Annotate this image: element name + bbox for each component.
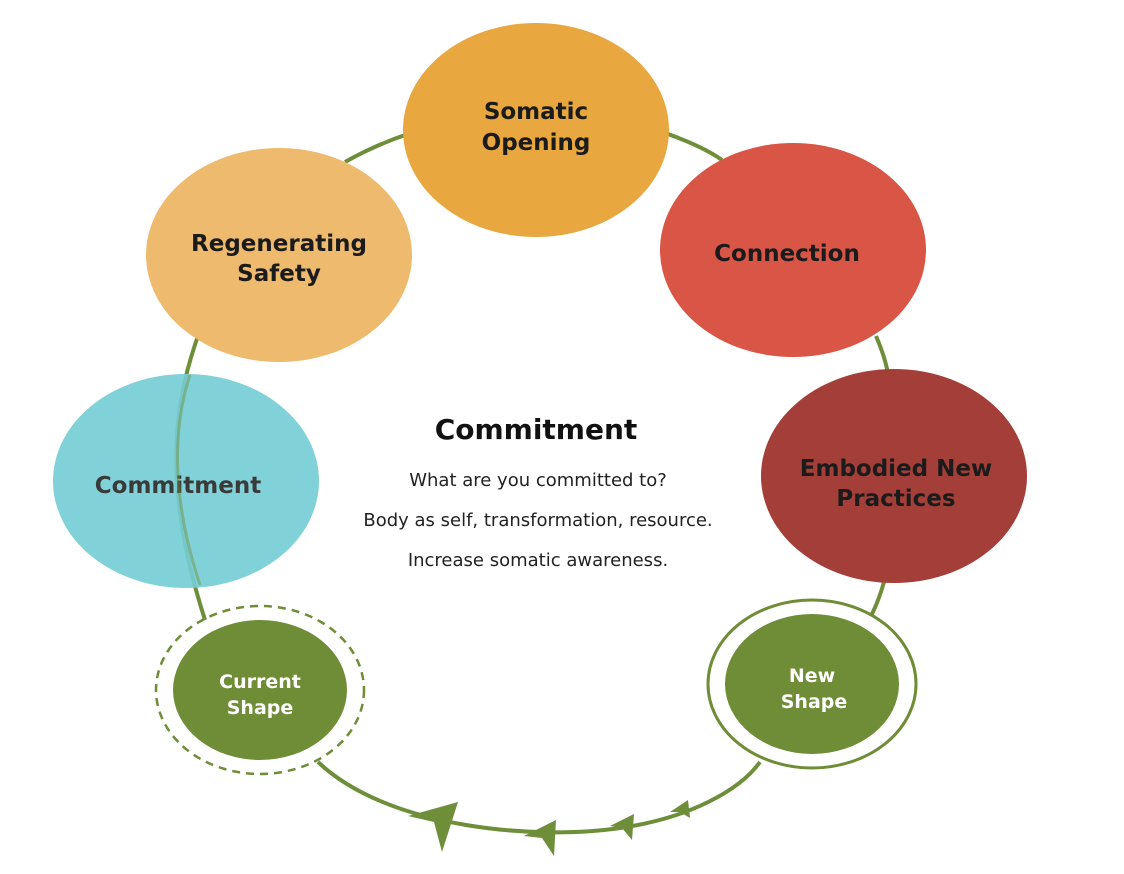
arrowhead-large bbox=[408, 802, 458, 852]
arrowhead-small bbox=[610, 814, 634, 840]
node-embodied-new-practices: Embodied New Practices bbox=[761, 369, 1027, 583]
cycle-path-right bbox=[874, 335, 890, 375]
node-connection: Connection bbox=[660, 143, 926, 357]
node-current-shape: Current Shape bbox=[154, 604, 366, 776]
node-current-shape-line2: Shape bbox=[227, 697, 294, 719]
node-embodied-new-practices-line2: Practices bbox=[836, 486, 955, 512]
cycle-path-top-right bbox=[667, 132, 724, 162]
node-somatic-opening-line1: Somatic bbox=[484, 99, 588, 125]
center-line-1: What are you committed to? bbox=[409, 470, 667, 491]
node-commitment: Commitment bbox=[53, 374, 319, 588]
node-new-shape-line1: New bbox=[789, 665, 835, 687]
cycle-path bbox=[316, 760, 762, 835]
center-line-2: Body as self, transformation, resource. bbox=[363, 510, 712, 531]
node-embodied-new-practices-line1: Embodied New bbox=[800, 456, 992, 482]
node-new-shape-line2: Shape bbox=[781, 691, 848, 713]
cycle-path-overlay bbox=[176, 374, 202, 586]
node-connection-line1: Connection bbox=[714, 241, 860, 267]
arrowhead-tiny bbox=[670, 800, 690, 818]
center-title: Commitment bbox=[435, 413, 638, 446]
node-somatic-opening-line2: Opening bbox=[482, 130, 591, 156]
node-new-shape: New Shape bbox=[706, 598, 918, 770]
node-regenerating-safety-line1: Regenerating bbox=[191, 231, 367, 257]
node-regenerating-safety-line2: Safety bbox=[237, 261, 321, 287]
center-description: Commitment What are you committed to? Bo… bbox=[363, 413, 712, 571]
node-somatic-opening: Somatic Opening bbox=[403, 23, 669, 237]
node-current-shape-line1: Current bbox=[219, 671, 301, 693]
cycle-path-right-lower bbox=[870, 581, 886, 615]
node-regenerating-safety: Regenerating Safety bbox=[146, 148, 412, 362]
node-commitment-line1: Commitment bbox=[95, 473, 261, 499]
arrowhead-medium bbox=[524, 820, 556, 856]
cycle-path-top-left bbox=[344, 132, 409, 164]
center-line-3: Increase somatic awareness. bbox=[408, 550, 668, 571]
